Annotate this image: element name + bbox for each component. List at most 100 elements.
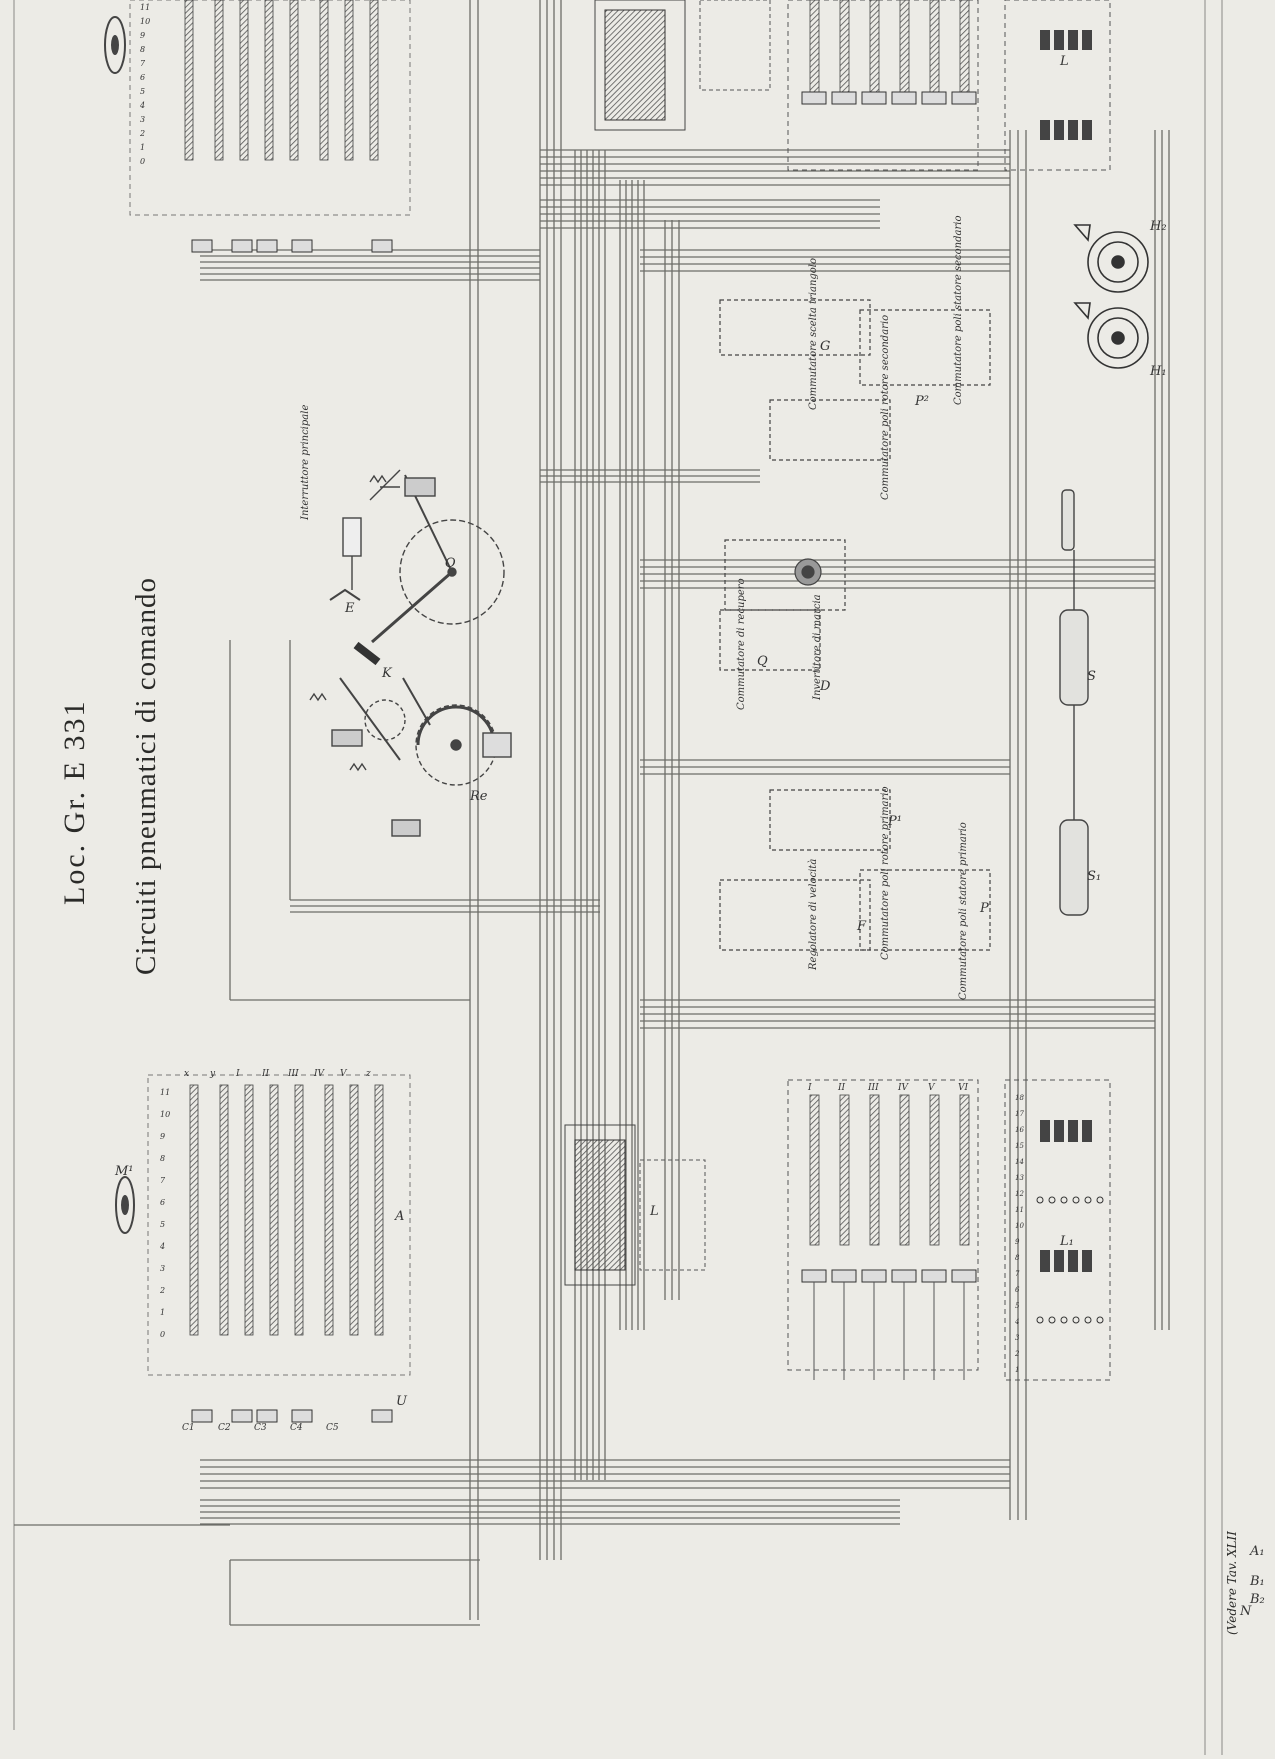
valve-body [801, 91, 827, 105]
relay-coil [1040, 120, 1050, 140]
relay-number: 3 [1015, 1334, 1020, 1342]
cam-drum-contactor-top [869, 0, 880, 96]
relay-coil [1054, 1120, 1064, 1142]
page-subtitle: Circuiti pneumatici di comando [130, 576, 162, 975]
relay-terminal [1036, 1196, 1044, 1204]
position-number-bottom: 11 [160, 1088, 170, 1097]
relay-coil [1068, 120, 1078, 140]
valve-body [951, 91, 977, 105]
contactor-row-label: IV [897, 1083, 910, 1093]
relay-coil [1040, 1250, 1050, 1272]
position-number-bottom: 8 [160, 1154, 165, 1163]
cam-drum-top [289, 0, 299, 161]
valve-body [891, 1269, 917, 1283]
letter-O: O [445, 556, 456, 571]
cam-drum-bottom [244, 1084, 254, 1336]
label-invertitore-di-marcia: Invertitore di marcia [812, 594, 823, 700]
contactor-row-label: II [837, 1083, 846, 1093]
controller-row-label: II [261, 1069, 270, 1079]
relay-coil [1054, 30, 1064, 50]
frame-lines [13, 0, 1223, 1755]
label-interruttore-principale: Interruttore principale [300, 404, 311, 520]
cam-drum-contactor [809, 1094, 820, 1246]
position-number-bottom: 0 [160, 1330, 165, 1339]
horn-h1-icon [1073, 302, 1149, 369]
relay-number: 8 [1015, 1254, 1020, 1262]
valve-body [191, 239, 213, 253]
controller-row-label: V [340, 1069, 348, 1079]
contactor-row-label: III [867, 1083, 879, 1093]
cam-drum-bottom [374, 1084, 384, 1336]
letter-A: A [394, 1209, 404, 1224]
valve-body [291, 239, 313, 253]
letter-S1: S₁ [1087, 869, 1101, 884]
relay-coil [1040, 30, 1050, 50]
relay-terminal [1048, 1316, 1056, 1324]
position-number-bottom: 5 [160, 1220, 165, 1229]
relay-number: 11 [1015, 1206, 1024, 1214]
relay-number: 9 [1015, 1238, 1020, 1246]
relay-number: 5 [1015, 1302, 1020, 1310]
master-controller-top [104, 0, 411, 216]
letter-H1: H₁ [1149, 364, 1167, 379]
cam-drum-bottom [189, 1084, 199, 1336]
valve-body [891, 91, 917, 105]
position-number-bottom: 6 [160, 1198, 165, 1207]
switch-groups [719, 299, 991, 951]
relay-terminal [1084, 1196, 1092, 1204]
cam-drum-contactor-top [899, 0, 910, 96]
relay-coil [1082, 30, 1092, 50]
valve-body [921, 91, 947, 105]
letter-F: F [856, 919, 867, 934]
cam-drum-top [319, 0, 329, 161]
valve-body [231, 1409, 253, 1423]
relay-coils [1036, 30, 1104, 1324]
position-number-top: 5 [140, 87, 145, 96]
label-commutatore-poli-rotore-secondario: Commutatore poli rotore secondario [880, 314, 891, 500]
valve-label: C2 [218, 1423, 231, 1433]
relay-terminal [1072, 1196, 1080, 1204]
position-number-bottom: 2 [159, 1286, 165, 1295]
relay-number: 12 [1015, 1190, 1024, 1198]
position-number-bottom: 3 [160, 1264, 165, 1273]
relay-number: 4 [1014, 1318, 1019, 1326]
letter-U: U [396, 1394, 408, 1409]
relay-coil [1068, 1250, 1078, 1272]
valve-body [831, 91, 857, 105]
valve-label: C4 [290, 1423, 303, 1433]
cam-drum-contactor-top [929, 0, 940, 96]
valve-body [861, 1269, 887, 1283]
controller-row-label: III [287, 1069, 299, 1079]
position-number-top: 1 [140, 143, 145, 152]
label-commutatore-poli-statore-primario: Commutatore poli statore primario [958, 822, 969, 1000]
valve-body [231, 239, 253, 253]
horn-h2-icon [1073, 224, 1149, 293]
valve-body [291, 1409, 313, 1423]
air-reservoirs [1059, 489, 1089, 916]
letter-G: G [820, 339, 830, 354]
valve-body [191, 1409, 213, 1423]
cam-drum-contactor [959, 1094, 970, 1246]
relay-number: 6 [1015, 1286, 1020, 1294]
relay-number: 1 [1015, 1366, 1019, 1374]
letter-S: S [1087, 669, 1096, 684]
relay-number: 15 [1015, 1142, 1024, 1150]
cam-drum-bottom [269, 1084, 279, 1336]
cam-drum-contactor [899, 1094, 910, 1246]
letter-Re: Re [469, 789, 488, 804]
relay-coil [1068, 30, 1078, 50]
position-number-top: 0 [140, 157, 145, 166]
relay-terminal [1060, 1196, 1068, 1204]
position-number-top: 7 [140, 59, 146, 68]
reverser-mechanism [309, 469, 512, 837]
contactor-row-label: VI [958, 1083, 968, 1093]
letter-H2: H₂ [1149, 219, 1167, 234]
position-number-top: 11 [140, 3, 150, 12]
relay-terminal [1036, 1316, 1044, 1324]
master-controller-bottom [115, 1074, 411, 1376]
relay-terminal [1048, 1196, 1056, 1204]
position-number-bottom: 7 [160, 1176, 166, 1185]
label-commutatore-scelta-triangolo: Commutatore scelta triangolo [808, 257, 819, 410]
relay-coil [1040, 1120, 1050, 1142]
cam-drum-contactor-top [809, 0, 820, 96]
